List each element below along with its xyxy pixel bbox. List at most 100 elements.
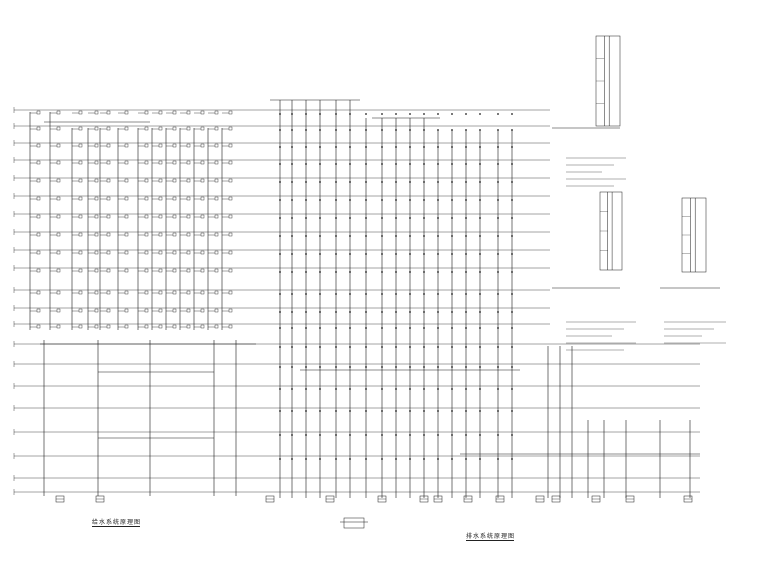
- drainage-system-caption: 排水系统原理图: [466, 533, 516, 540]
- meter-box: [144, 232, 149, 237]
- drain-junction-dot: [335, 434, 337, 436]
- drain-junction-dot: [479, 458, 481, 460]
- meter-box: [200, 308, 205, 313]
- meter-box: [186, 160, 191, 165]
- drain-junction-dot: [511, 458, 513, 460]
- meter-box: [200, 143, 205, 148]
- meter-box: [144, 308, 149, 313]
- drain-junction-dot: [409, 388, 411, 390]
- drain-junction-dot: [365, 388, 367, 390]
- drain-junction-dot: [497, 146, 499, 148]
- drain-junction-dot: [479, 217, 481, 219]
- drain-junction-dot: [279, 366, 281, 368]
- meter-box: [124, 268, 129, 273]
- meter-box: [36, 250, 41, 255]
- drain-junction-dot: [479, 311, 481, 313]
- meter-box: [78, 110, 83, 115]
- drain-junction-dot: [451, 129, 453, 131]
- drain-junction-dot: [437, 146, 439, 148]
- meter-box: [214, 160, 219, 165]
- drain-junction-dot: [395, 434, 397, 436]
- drain-junction-dot: [497, 181, 499, 183]
- meter-box: [228, 232, 233, 237]
- meter-box: [106, 178, 111, 183]
- drain-junction-dot: [381, 163, 383, 165]
- meter-box: [172, 196, 177, 201]
- meter-box: [228, 160, 233, 165]
- meter-box: [200, 232, 205, 237]
- drain-junction-dot: [423, 253, 425, 255]
- meter-box: [36, 290, 41, 295]
- meter-box: [214, 196, 219, 201]
- drain-junction-dot: [395, 388, 397, 390]
- drain-junction-dot: [409, 327, 411, 329]
- drain-junction-dot: [395, 163, 397, 165]
- meter-box: [186, 143, 191, 148]
- drain-junction-dot: [319, 346, 321, 348]
- drain-junction-dot: [511, 199, 513, 201]
- drain-junction-dot: [395, 346, 397, 348]
- drain-junction-dot: [511, 327, 513, 329]
- drain-junction-dot: [465, 346, 467, 348]
- floor-level-lines: [13, 107, 700, 495]
- drain-junction-dot: [335, 410, 337, 412]
- drain-junction-dot: [335, 366, 337, 368]
- drain-junction-dot: [423, 458, 425, 460]
- meter-box: [186, 214, 191, 219]
- meter-box: [106, 143, 111, 148]
- meter-box: [144, 290, 149, 295]
- drain-junction-dot: [319, 163, 321, 165]
- meter-box: [78, 324, 83, 329]
- drain-junction-dot: [305, 163, 307, 165]
- legend-box: [343, 517, 365, 529]
- drain-junction-dot: [511, 113, 513, 115]
- drain-junction-dot: [291, 311, 293, 313]
- drain-junction-dot: [497, 163, 499, 165]
- drain-junction-dot: [465, 271, 467, 273]
- drain-junction-dot: [381, 217, 383, 219]
- drain-junction-dot: [305, 293, 307, 295]
- meter-box: [158, 308, 163, 313]
- drain-junction-dot: [365, 271, 367, 273]
- drain-junction-dot: [437, 458, 439, 460]
- drain-junction-dot: [479, 146, 481, 148]
- drain-junction-dot: [335, 163, 337, 165]
- meter-box: [124, 196, 129, 201]
- drain-junction-dot: [497, 235, 499, 237]
- drain-junction-dot: [381, 113, 383, 115]
- drain-junction-dot: [335, 458, 337, 460]
- drain-junction-dot: [381, 327, 383, 329]
- meter-box: [200, 126, 205, 131]
- meter-box: [36, 126, 41, 131]
- meter-box: [214, 110, 219, 115]
- drain-junction-dot: [291, 458, 293, 460]
- drain-junction-dot: [305, 113, 307, 115]
- drain-junction-dot: [497, 410, 499, 412]
- drain-junction-dot: [497, 346, 499, 348]
- meter-box: [36, 110, 41, 115]
- drain-junction-dot: [365, 113, 367, 115]
- meter-box: [106, 160, 111, 165]
- drain-junction-dot: [451, 253, 453, 255]
- drain-junction-dot: [349, 181, 351, 183]
- drain-junction-dot: [349, 346, 351, 348]
- drain-junction-dot: [451, 388, 453, 390]
- drain-junction-dot: [437, 271, 439, 273]
- meter-box: [124, 250, 129, 255]
- meter-box: [36, 232, 41, 237]
- drain-junction-dot: [279, 181, 281, 183]
- meter-box: [186, 178, 191, 183]
- drain-junction-dot: [465, 146, 467, 148]
- drain-junction-dot: [319, 410, 321, 412]
- meter-box: [144, 268, 149, 273]
- drain-junction-dot: [335, 346, 337, 348]
- drain-junction-dot: [437, 163, 439, 165]
- meter-box: [158, 324, 163, 329]
- drain-junction-dot: [381, 253, 383, 255]
- meter-box: [106, 126, 111, 131]
- drain-junction-dot: [437, 181, 439, 183]
- meter-box: [158, 160, 163, 165]
- drain-junction-dot: [479, 181, 481, 183]
- drain-junction-dot: [395, 199, 397, 201]
- meter-box: [214, 268, 219, 273]
